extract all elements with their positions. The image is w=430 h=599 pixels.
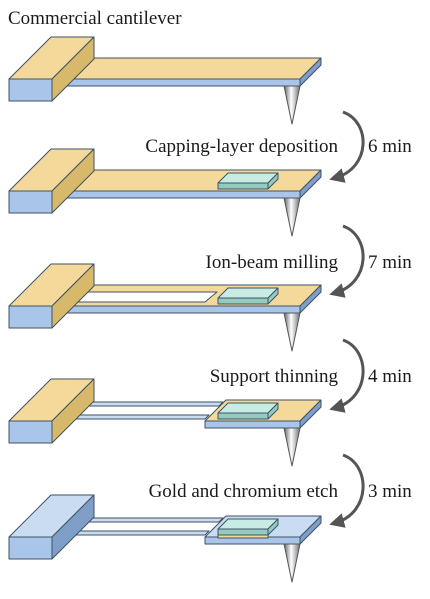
afm-tip: [283, 197, 301, 237]
cantilever-after-support-thinning: [8, 378, 322, 467]
process-arrows: [329, 110, 365, 528]
step-time-gold-and-chromium-etch: 3 min: [368, 481, 412, 502]
capping-layer-front: [217, 297, 269, 305]
step-label-support-thinning: Support thinning: [210, 366, 339, 387]
beam-front: [51, 78, 301, 87]
step-label-capping-layer-deposition: Capping-layer deposition: [145, 136, 338, 157]
capping-layer-front: [217, 528, 269, 536]
afm-tip: [283, 427, 301, 467]
step-time-support-thinning: 4 min: [368, 366, 412, 387]
step-arrow-1: [329, 110, 365, 183]
base-block-front: [8, 78, 53, 102]
cantilever-commercial-cantilever: [8, 36, 322, 125]
cantilever-after-etch: [8, 494, 322, 583]
capping-layer-front: [217, 412, 269, 420]
base-block-front: [8, 305, 53, 329]
capping-layer-side: [267, 402, 279, 420]
step-time-capping-layer-deposition: 6 min: [368, 136, 412, 157]
step-label-gold-and-chromium-etch: Gold and chromium etch: [149, 481, 339, 502]
base-block-side: [51, 263, 95, 329]
step-time-ion-beam-milling: 7 min: [368, 252, 412, 273]
afm-tip: [283, 312, 301, 352]
base-block-side: [51, 378, 95, 444]
capping-layer-front: [217, 182, 269, 190]
beam-end: [299, 169, 322, 199]
cantilever-after-capping-layer: [8, 148, 322, 237]
base-block-side: [51, 148, 95, 214]
step-arrow-2: [329, 224, 365, 298]
cantilever-stages: [8, 36, 322, 583]
capping-layer-side: [267, 518, 279, 536]
pad-front: [204, 420, 301, 429]
step-arrow-3: [329, 338, 365, 413]
afm-tip: [283, 543, 301, 583]
beam-end: [299, 515, 322, 545]
beam-end: [299, 399, 322, 429]
base-block-side: [51, 494, 95, 560]
beam-end: [299, 57, 322, 87]
step-arrow-4: [329, 453, 365, 528]
capping-layer-side: [267, 287, 279, 305]
beam-front: [51, 305, 301, 314]
base-block-front: [8, 190, 53, 214]
diagram-title: Commercial cantilever: [8, 8, 182, 29]
afm-tip: [283, 85, 301, 125]
capping-layer-side: [267, 172, 279, 190]
base-block-front: [8, 420, 53, 444]
cantilever-after-ion-beam-milling: [8, 263, 322, 352]
beam-front: [51, 190, 301, 199]
step-label-ion-beam-milling: Ion-beam milling: [206, 252, 339, 273]
beam-end: [299, 284, 322, 314]
base-block-front: [8, 536, 53, 560]
base-block-side: [51, 36, 95, 102]
